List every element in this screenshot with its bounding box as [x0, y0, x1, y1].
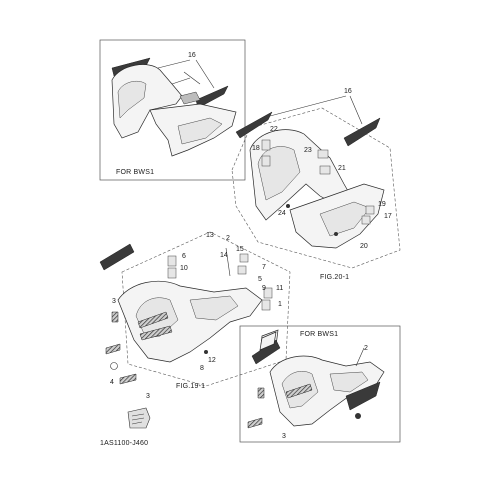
callout-4: 4: [110, 379, 114, 386]
leader-16-c: [269, 95, 347, 117]
callout-24: 24: [278, 210, 286, 217]
callout-23: 23: [304, 147, 312, 154]
callout-3: 3: [282, 433, 286, 440]
grommet-icon: [110, 362, 118, 370]
callout-5: 5: [258, 276, 262, 283]
callout-16: 16: [344, 88, 352, 95]
callout-6: 6: [182, 253, 186, 260]
callout-3: 3: [146, 393, 150, 400]
drawing-code: 1AS1100-J460: [100, 440, 148, 447]
inset-bottom-right: FOR BWS1 2 3: [239, 325, 401, 443]
front-fender-drawing: [99, 243, 279, 385]
caption-fig-20-1: FIG.20-1: [320, 274, 349, 281]
callout-20: 20: [360, 243, 368, 250]
rear-fender-group: 16 22 18 23 21 24 19 17 20 FIG.20-1: [231, 88, 401, 281]
rear-fender-drawing: [235, 111, 385, 249]
callout-3: 3: [112, 298, 116, 305]
callout-17: 17: [384, 213, 392, 220]
leader-16-d: [349, 95, 363, 125]
callout-8: 8: [200, 365, 204, 372]
front-fender-bws1-drawing: [247, 331, 385, 429]
front-fender-group: 13 2 6 10 15 14 7 5 9 11 1 3 12 8 4 3 FI…: [99, 231, 291, 400]
callout-16: 16: [188, 52, 196, 59]
caption-fig-19-1: FIG.19-1: [176, 383, 205, 390]
callout-2: 2: [364, 345, 368, 352]
inset-frame: [239, 325, 401, 443]
callout-2: 2: [226, 235, 230, 242]
callout-19: 19: [378, 201, 386, 208]
callout-7: 7: [262, 264, 266, 271]
inset-frame: [99, 39, 246, 181]
callout-10: 10: [180, 265, 188, 272]
leader-16-a: [157, 59, 191, 69]
fig-20-1-outline: [231, 107, 401, 269]
callout-15: 15: [236, 246, 244, 253]
callout-9: 9: [262, 285, 266, 292]
callout-21: 21: [338, 165, 346, 172]
caption-for-bws1: FOR BWS1: [300, 331, 338, 338]
leader-16-b: [195, 59, 215, 89]
caption-for-bws1: FOR BWS1: [116, 169, 154, 176]
fig-19-1-outline: [121, 231, 291, 387]
forward-arrow-icon: [127, 407, 151, 429]
callout-12: 12: [208, 357, 216, 364]
front-fender-bws1-drawing: [111, 57, 237, 157]
leader-2: [355, 347, 365, 367]
callout-18: 18: [252, 145, 260, 152]
callout-22: 22: [270, 126, 278, 133]
callout-1: 1: [278, 301, 282, 308]
callout-14: 14: [220, 252, 228, 259]
callout-11: 11: [276, 285, 283, 292]
callout-13: 13: [206, 232, 214, 239]
inset-top-left: 16 FOR BWS1: [99, 39, 246, 181]
